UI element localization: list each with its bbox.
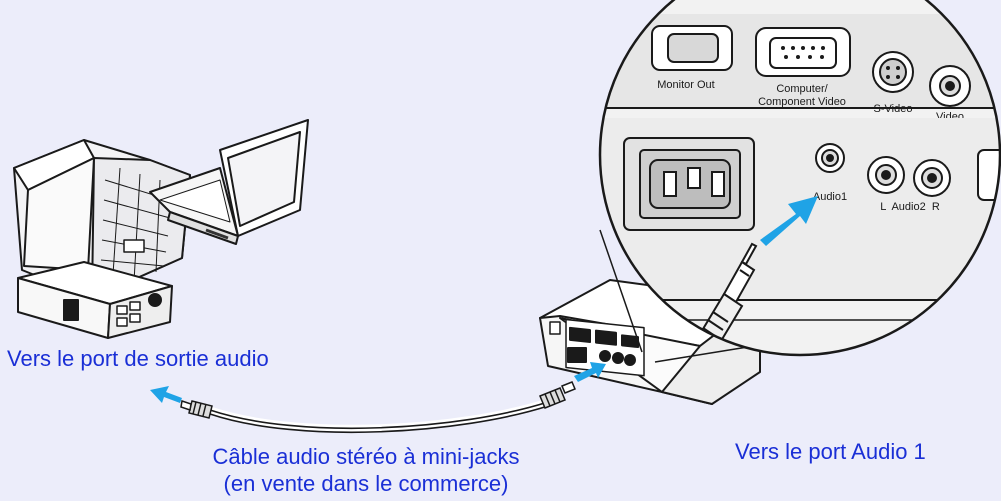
panel-label-monitor-out: Monitor Out [657, 79, 714, 91]
s-video-port [872, 51, 914, 93]
audio2-ports [867, 149, 1000, 201]
computer-video-port [755, 27, 851, 77]
source-port-label: Vers le port de sortie audio [7, 346, 269, 371]
right-mini-jack-plug [539, 381, 576, 409]
cable-label: Câble audio stéréo à mini-jacks (en vent… [156, 443, 576, 497]
monitor-out-port [651, 25, 733, 71]
panel-label-s-video: S-Video [874, 103, 913, 115]
cable-label-line2: (en vente dans le commerce) [223, 471, 509, 496]
stereo-mini-jack-cable [206, 398, 552, 434]
panel-label-audio1: Audio1 [813, 191, 847, 203]
desktop-system-unit [17, 261, 173, 339]
projector-port-label: Vers le port Audio 1 [735, 439, 926, 464]
video-port [929, 65, 971, 107]
arrow-to-computer [150, 386, 182, 403]
audio1-port [815, 143, 845, 173]
desktop-monitor [13, 139, 191, 299]
panel-label-audio2: L Audio2 R [880, 201, 940, 213]
arrow-to-projector-port [574, 362, 606, 382]
magnified-rear-panel: Monitor Out Computer/ Component Video [598, 0, 1001, 357]
panel-label-computer-line2: Component Video [758, 96, 846, 108]
arrow-into-audio1 [760, 196, 818, 246]
laptop [149, 119, 309, 245]
cable-label-line1: Câble audio stéréo à mini-jacks [212, 444, 520, 469]
power-inlet [623, 137, 755, 231]
panel-label-computer-line1: Computer/ [776, 83, 828, 95]
left-mini-jack-plug [180, 400, 213, 419]
